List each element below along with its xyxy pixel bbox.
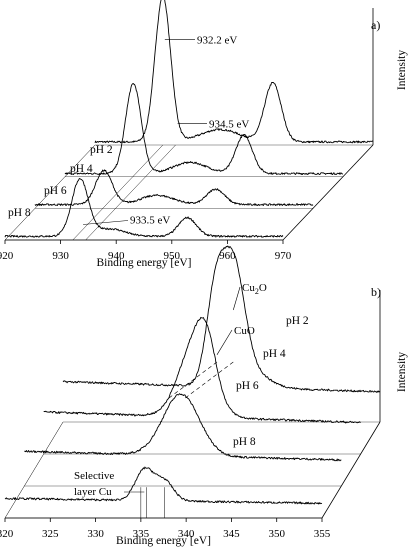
peak-annotations: 932.2 eV 934.5 eV 933.5 eV	[72, 35, 249, 241]
peak-label: 933.5 eV	[130, 215, 170, 227]
peak-leader-line	[232, 286, 241, 311]
series-line	[64, 83, 344, 175]
series-line	[43, 316, 361, 424]
x-tick-label: 350	[268, 528, 285, 540]
series-label: pH 2	[286, 315, 309, 327]
peak-label: Selective	[74, 470, 114, 482]
peak-reference-line	[168, 361, 218, 399]
x-tick-label: 960	[219, 250, 236, 262]
series-label: pH 6	[44, 185, 67, 197]
series-line	[94, 0, 374, 144]
x-tick-label: 950	[164, 250, 181, 262]
peak-label: CuO	[234, 325, 255, 337]
x-tick-label: 330	[87, 528, 104, 540]
peak-leader-line	[216, 329, 233, 355]
series-label: pH 4	[263, 348, 286, 360]
y-axis-label: Intensity	[396, 352, 408, 392]
x-tick-label: 920	[0, 250, 14, 262]
series-label: pH 8	[233, 436, 256, 448]
series-label: pH 8	[8, 207, 31, 219]
peak-label: Cu2O	[242, 282, 267, 296]
peak-label: 934.5 eV	[209, 118, 249, 130]
x-axis-label: Binding energy [eV]	[97, 257, 192, 269]
x-tick-label: 335	[133, 528, 150, 540]
series-line	[34, 169, 314, 206]
x-tick-label: 355	[314, 528, 331, 540]
x-tick-label: 940	[108, 250, 125, 262]
x-tick-label: 325	[42, 528, 59, 540]
panel-label: b)	[371, 285, 381, 299]
x-tick-label: 340	[178, 528, 195, 540]
series-line	[24, 393, 342, 462]
x-tick-label: 970	[275, 250, 292, 262]
series-line	[4, 466, 323, 505]
x-tick-label: 320	[0, 528, 14, 540]
series-label: pH 2	[90, 144, 113, 156]
series-label: pH 4	[70, 163, 93, 175]
x-tick-label: 930	[52, 250, 69, 262]
series-line	[62, 245, 381, 393]
peak-label: layer Cu	[74, 486, 112, 498]
peak-reference-line	[85, 144, 176, 241]
peak-label: 932.2 eV	[197, 35, 237, 47]
series-line	[4, 178, 284, 238]
series-label: pH 6	[236, 380, 259, 392]
panel-b: 320325330335340345350355Binding energy […	[0, 245, 408, 547]
panel-label: a)	[371, 18, 380, 32]
x-axis-label: Binding energy [eV]	[116, 535, 211, 547]
peak-annotations: Cu2O CuO Selective layer Cu	[74, 282, 267, 518]
x-tick-label: 345	[223, 528, 240, 540]
peak-reference-line	[185, 361, 234, 399]
peak-leader-line	[83, 220, 129, 225]
y-axis-label: Intensity	[396, 50, 408, 90]
